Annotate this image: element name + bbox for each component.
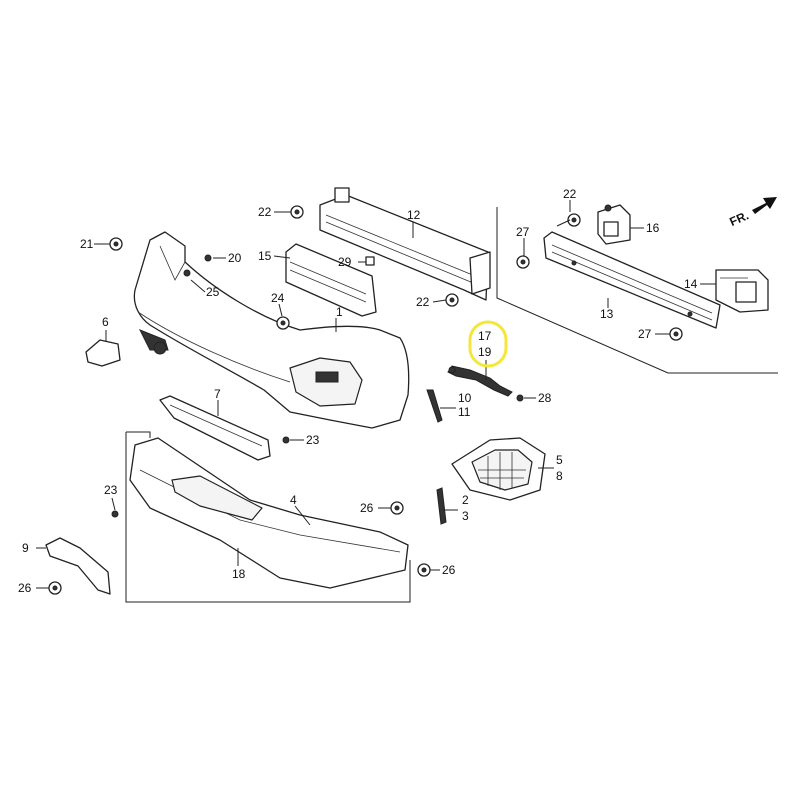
callout-5: 5 — [556, 453, 563, 467]
callout-15: 15 — [258, 249, 272, 263]
callout-22: 22 — [258, 205, 272, 219]
callout-26: 26 — [360, 501, 374, 515]
screw-28-icon — [516, 394, 524, 402]
callout-29: 29 — [338, 255, 352, 269]
callout-14: 14 — [684, 277, 698, 291]
screw-23-icon — [282, 436, 290, 444]
bolt-22-icon — [290, 205, 304, 219]
part-12-upper-beam — [319, 187, 491, 301]
callout-23: 23 — [104, 483, 118, 497]
callout-3: 3 — [462, 509, 469, 523]
clip-29-icon — [365, 256, 375, 266]
clip-26-icon — [417, 563, 431, 577]
leader-lines — [36, 200, 716, 589]
front-direction-label: FR. — [727, 208, 750, 229]
clip-26-icon — [48, 581, 62, 595]
callout-11: 11 — [458, 405, 471, 419]
callout-10: 10 — [458, 391, 472, 405]
callout-16: 16 — [646, 221, 660, 235]
callout-21: 21 — [80, 237, 94, 251]
callout-17: 17 — [478, 329, 492, 343]
part-13-lower-beam — [543, 231, 721, 329]
part-10-11-strip — [426, 389, 443, 423]
callout-26: 26 — [442, 563, 456, 577]
callout-12: 12 — [407, 208, 421, 222]
callout-28: 28 — [538, 391, 552, 405]
callout-4: 4 — [290, 493, 297, 507]
callout-13: 13 — [600, 307, 614, 321]
callout-27: 27 — [516, 225, 530, 239]
screw-20-icon — [204, 254, 212, 262]
callout-20: 20 — [228, 251, 242, 265]
part-4-lower-spoiler — [129, 437, 409, 589]
callout-27: 27 — [638, 327, 652, 341]
bolt-27-icon — [669, 327, 683, 341]
clip-21-icon — [109, 237, 123, 251]
fasteners — [48, 205, 683, 595]
lower-spoiler-group-frame — [125, 431, 411, 603]
callout-18: 18 — [232, 567, 246, 581]
callout-22: 22 — [563, 187, 577, 201]
bolt-22-icon — [567, 213, 581, 227]
part-5-8-grille — [451, 437, 546, 501]
part-16-bracket — [597, 204, 631, 245]
bolt-22-icon — [445, 293, 459, 307]
callout-23: 23 — [306, 433, 320, 447]
callout-1: 1 — [336, 305, 343, 319]
front-direction-arrow-icon — [752, 197, 777, 214]
callout-9: 9 — [22, 541, 29, 555]
callout-6: 6 — [102, 315, 109, 329]
front-direction-indicator: FR. — [727, 197, 777, 229]
part-9-side-molding — [45, 537, 111, 595]
callout-24: 24 — [271, 291, 285, 305]
callout-25: 25 — [206, 285, 220, 299]
callout-26: 26 — [18, 581, 32, 595]
part-2-3-strip — [436, 487, 447, 525]
part-17-19-harness — [447, 365, 513, 397]
callout-2: 2 — [462, 493, 469, 507]
clip-24-icon — [276, 316, 290, 330]
bolt-27-icon — [516, 255, 530, 269]
callout-7: 7 — [214, 387, 221, 401]
part-1-bumper-cover — [133, 231, 410, 429]
reinforcement-group-frame — [496, 207, 778, 374]
screw-23-icon — [111, 510, 119, 518]
callout-8: 8 — [556, 469, 563, 483]
clip-25-icon — [183, 269, 191, 277]
part-6-clip — [85, 339, 121, 367]
callout-highlight-17-19 — [468, 320, 508, 368]
callout-22: 22 — [416, 295, 430, 309]
callout-labels: 1 2 3 4 5 6 7 8 9 10 11 12 13 14 15 16 1… — [18, 187, 698, 595]
callout-19: 19 — [478, 345, 492, 359]
part-14-bracket — [715, 269, 769, 313]
clip-26-icon — [390, 501, 404, 515]
part-15-bracket — [285, 243, 377, 317]
part-7-lower-panel — [159, 395, 271, 461]
